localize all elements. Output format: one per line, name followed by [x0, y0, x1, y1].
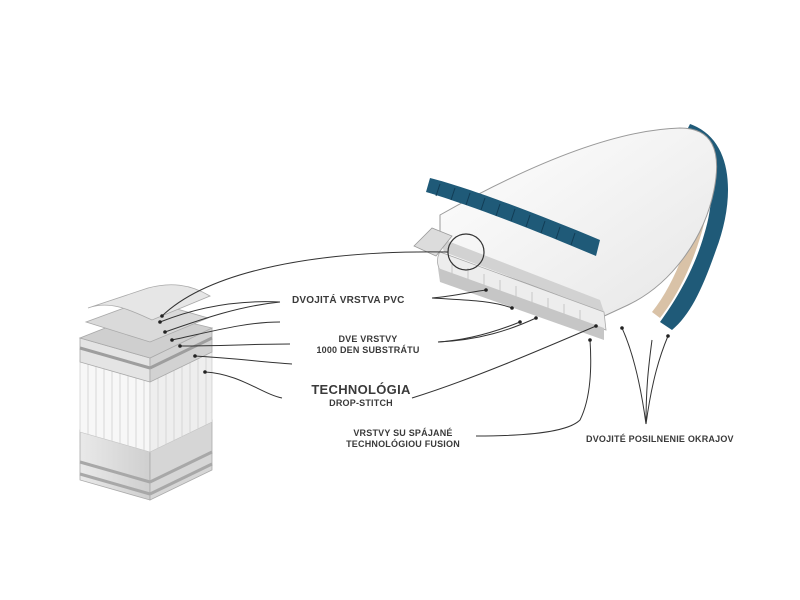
board-peeled-layer — [413, 227, 453, 257]
cube-substrate-stripes — [79, 336, 213, 370]
label-edge-reinforcement: DVOJITÉ POSILNENIE OKRAJOV — [586, 434, 734, 445]
board-cut-layer-top — [440, 238, 604, 312]
label-technology-line1: TECHNOLÓGIA — [311, 382, 411, 397]
label-edges-text: DVOJITÉ POSILNENIE OKRAJOV — [586, 434, 734, 444]
cube-thread-lines — [87, 353, 207, 450]
label-drop-stitch-technology: TECHNOLÓGIA DROP-STITCH — [296, 382, 426, 410]
paddleboard-cutaway — [413, 124, 729, 340]
traction-pad-grooves — [435, 183, 576, 246]
label-pvc-text: DVOJITÁ VRSTVA PVC — [292, 295, 405, 306]
label-fusion-line1: VRSTVY SU SPÁJANÉ — [353, 428, 453, 438]
label-technology-line2: DROP-STITCH — [329, 398, 393, 409]
layer-cross-section-cube — [78, 284, 214, 501]
leader-lines — [159, 251, 669, 437]
cube-pvc-layer-upper — [87, 284, 211, 321]
label-substrate-line2: 1000 DEN SUBSTRÁTU — [316, 345, 420, 356]
leader-dots — [158, 288, 670, 374]
label-fusion-layers: VRSTVY SU SPÁJANÉ TECHNOLÓGIOU FUSION — [328, 428, 478, 451]
label-fusion-line2: TECHNOLÓGIOU FUSION — [346, 439, 460, 450]
label-substrate-line1: DVE VRSTVY — [338, 334, 398, 344]
label-substrate-layers: DVE VRSTVY 1000 DEN SUBSTRÁTU — [298, 334, 438, 357]
board-cut-layer-bottom — [438, 268, 604, 340]
label-double-pvc-layer: DVOJITÁ VRSTVA PVC — [292, 295, 405, 308]
cube-base-stripes — [79, 450, 213, 496]
